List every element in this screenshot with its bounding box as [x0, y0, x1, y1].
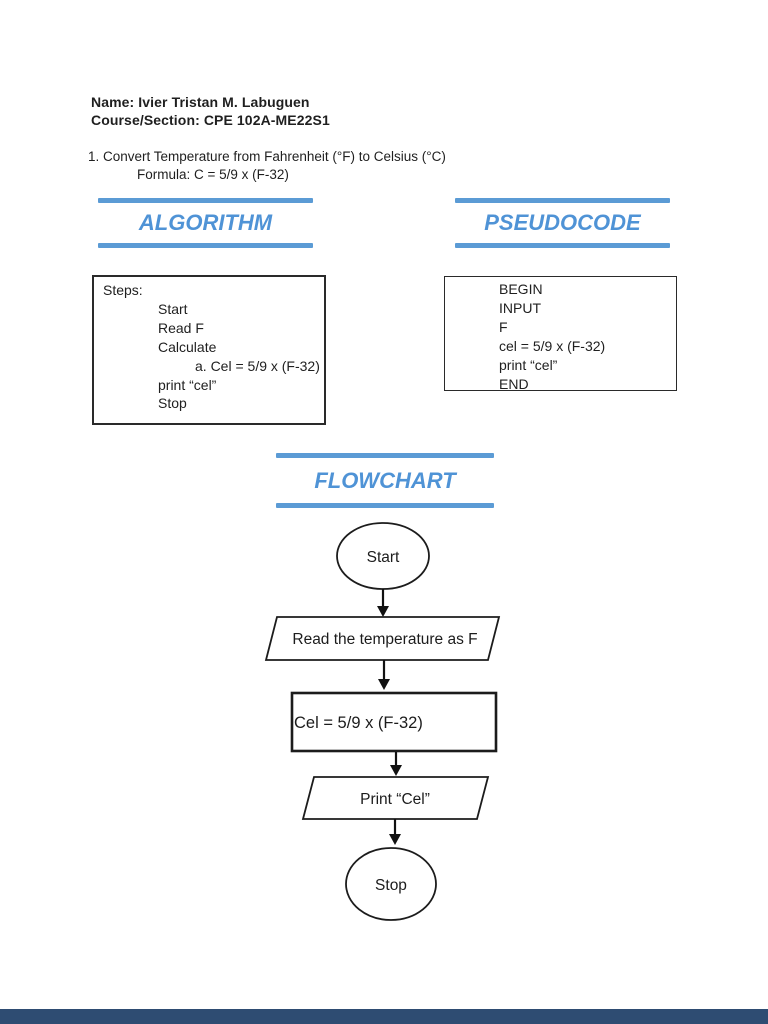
pseudocode-line: END — [499, 375, 529, 392]
read-input-label: Read the temperature as F — [292, 631, 477, 648]
stop-terminator-shape — [345, 847, 437, 921]
algorithm-title: ALGORITHM — [138, 210, 273, 235]
start-label: Start — [367, 549, 400, 566]
step-line: Calculate — [158, 338, 217, 355]
print-output-parallelogram — [301, 776, 490, 820]
header-name-line: Name: Ivier Tristan M. Labuguen — [91, 94, 310, 110]
step-line: a. Cel = 5/9 x (F-32) — [195, 357, 320, 374]
formula-line: Formula: C = 5/9 x (F-32) — [137, 167, 289, 182]
algorithm-steps-box: Steps: Start Read F Calculate a. Cel = 5… — [92, 275, 326, 425]
flowchart-section-header: FLOWCHART — [276, 453, 494, 508]
pseudocode-line: F — [499, 318, 508, 335]
step-line: Stop — [158, 395, 187, 412]
accent-bar — [276, 453, 494, 458]
flowchart-title: FLOWCHART — [314, 467, 456, 493]
algorithm-section-header: ALGORITHM — [98, 198, 313, 248]
problem-statement: 1. Convert Temperature from Fahrenheit (… — [88, 149, 446, 164]
read-input-parallelogram — [264, 616, 501, 661]
steps-label: Steps: — [103, 282, 143, 298]
flow-arrowhead — [378, 679, 390, 690]
accent-bar — [455, 243, 670, 248]
flow-arrowhead — [389, 834, 401, 845]
pseudocode-line: print “cel” — [499, 356, 558, 373]
flow-arrowhead — [377, 606, 389, 617]
step-line: print “cel” — [158, 376, 217, 393]
print-output-label: Print “Cel” — [360, 791, 430, 808]
accent-bar — [98, 243, 313, 248]
pseudocode-line: INPUT — [499, 299, 541, 316]
pseudocode-section-header: PSEUDOCODE — [455, 198, 670, 248]
process-rectangle — [290, 691, 498, 753]
pseudocode-line: cel = 5/9 x (F-32) — [499, 337, 606, 354]
pseudocode-title: PSEUDOCODE — [484, 210, 641, 235]
flow-arrowhead — [390, 765, 402, 776]
step-line: Read F — [158, 319, 204, 336]
stop-label: Stop — [375, 877, 407, 894]
page-footer-bar — [0, 1009, 768, 1024]
accent-bar — [455, 198, 670, 203]
process-label: Cel = 5/9 x (F-32) — [294, 714, 423, 732]
pseudocode-line: BEGIN — [499, 281, 543, 297]
pseudocode-box: BEGIN INPUT F cel = 5/9 x (F-32) print “… — [444, 276, 677, 392]
step-line: Start — [158, 300, 188, 317]
accent-bar — [98, 198, 313, 203]
header-course-line: Course/Section: CPE 102A-ME22S1 — [91, 112, 330, 128]
accent-bar — [276, 503, 494, 508]
